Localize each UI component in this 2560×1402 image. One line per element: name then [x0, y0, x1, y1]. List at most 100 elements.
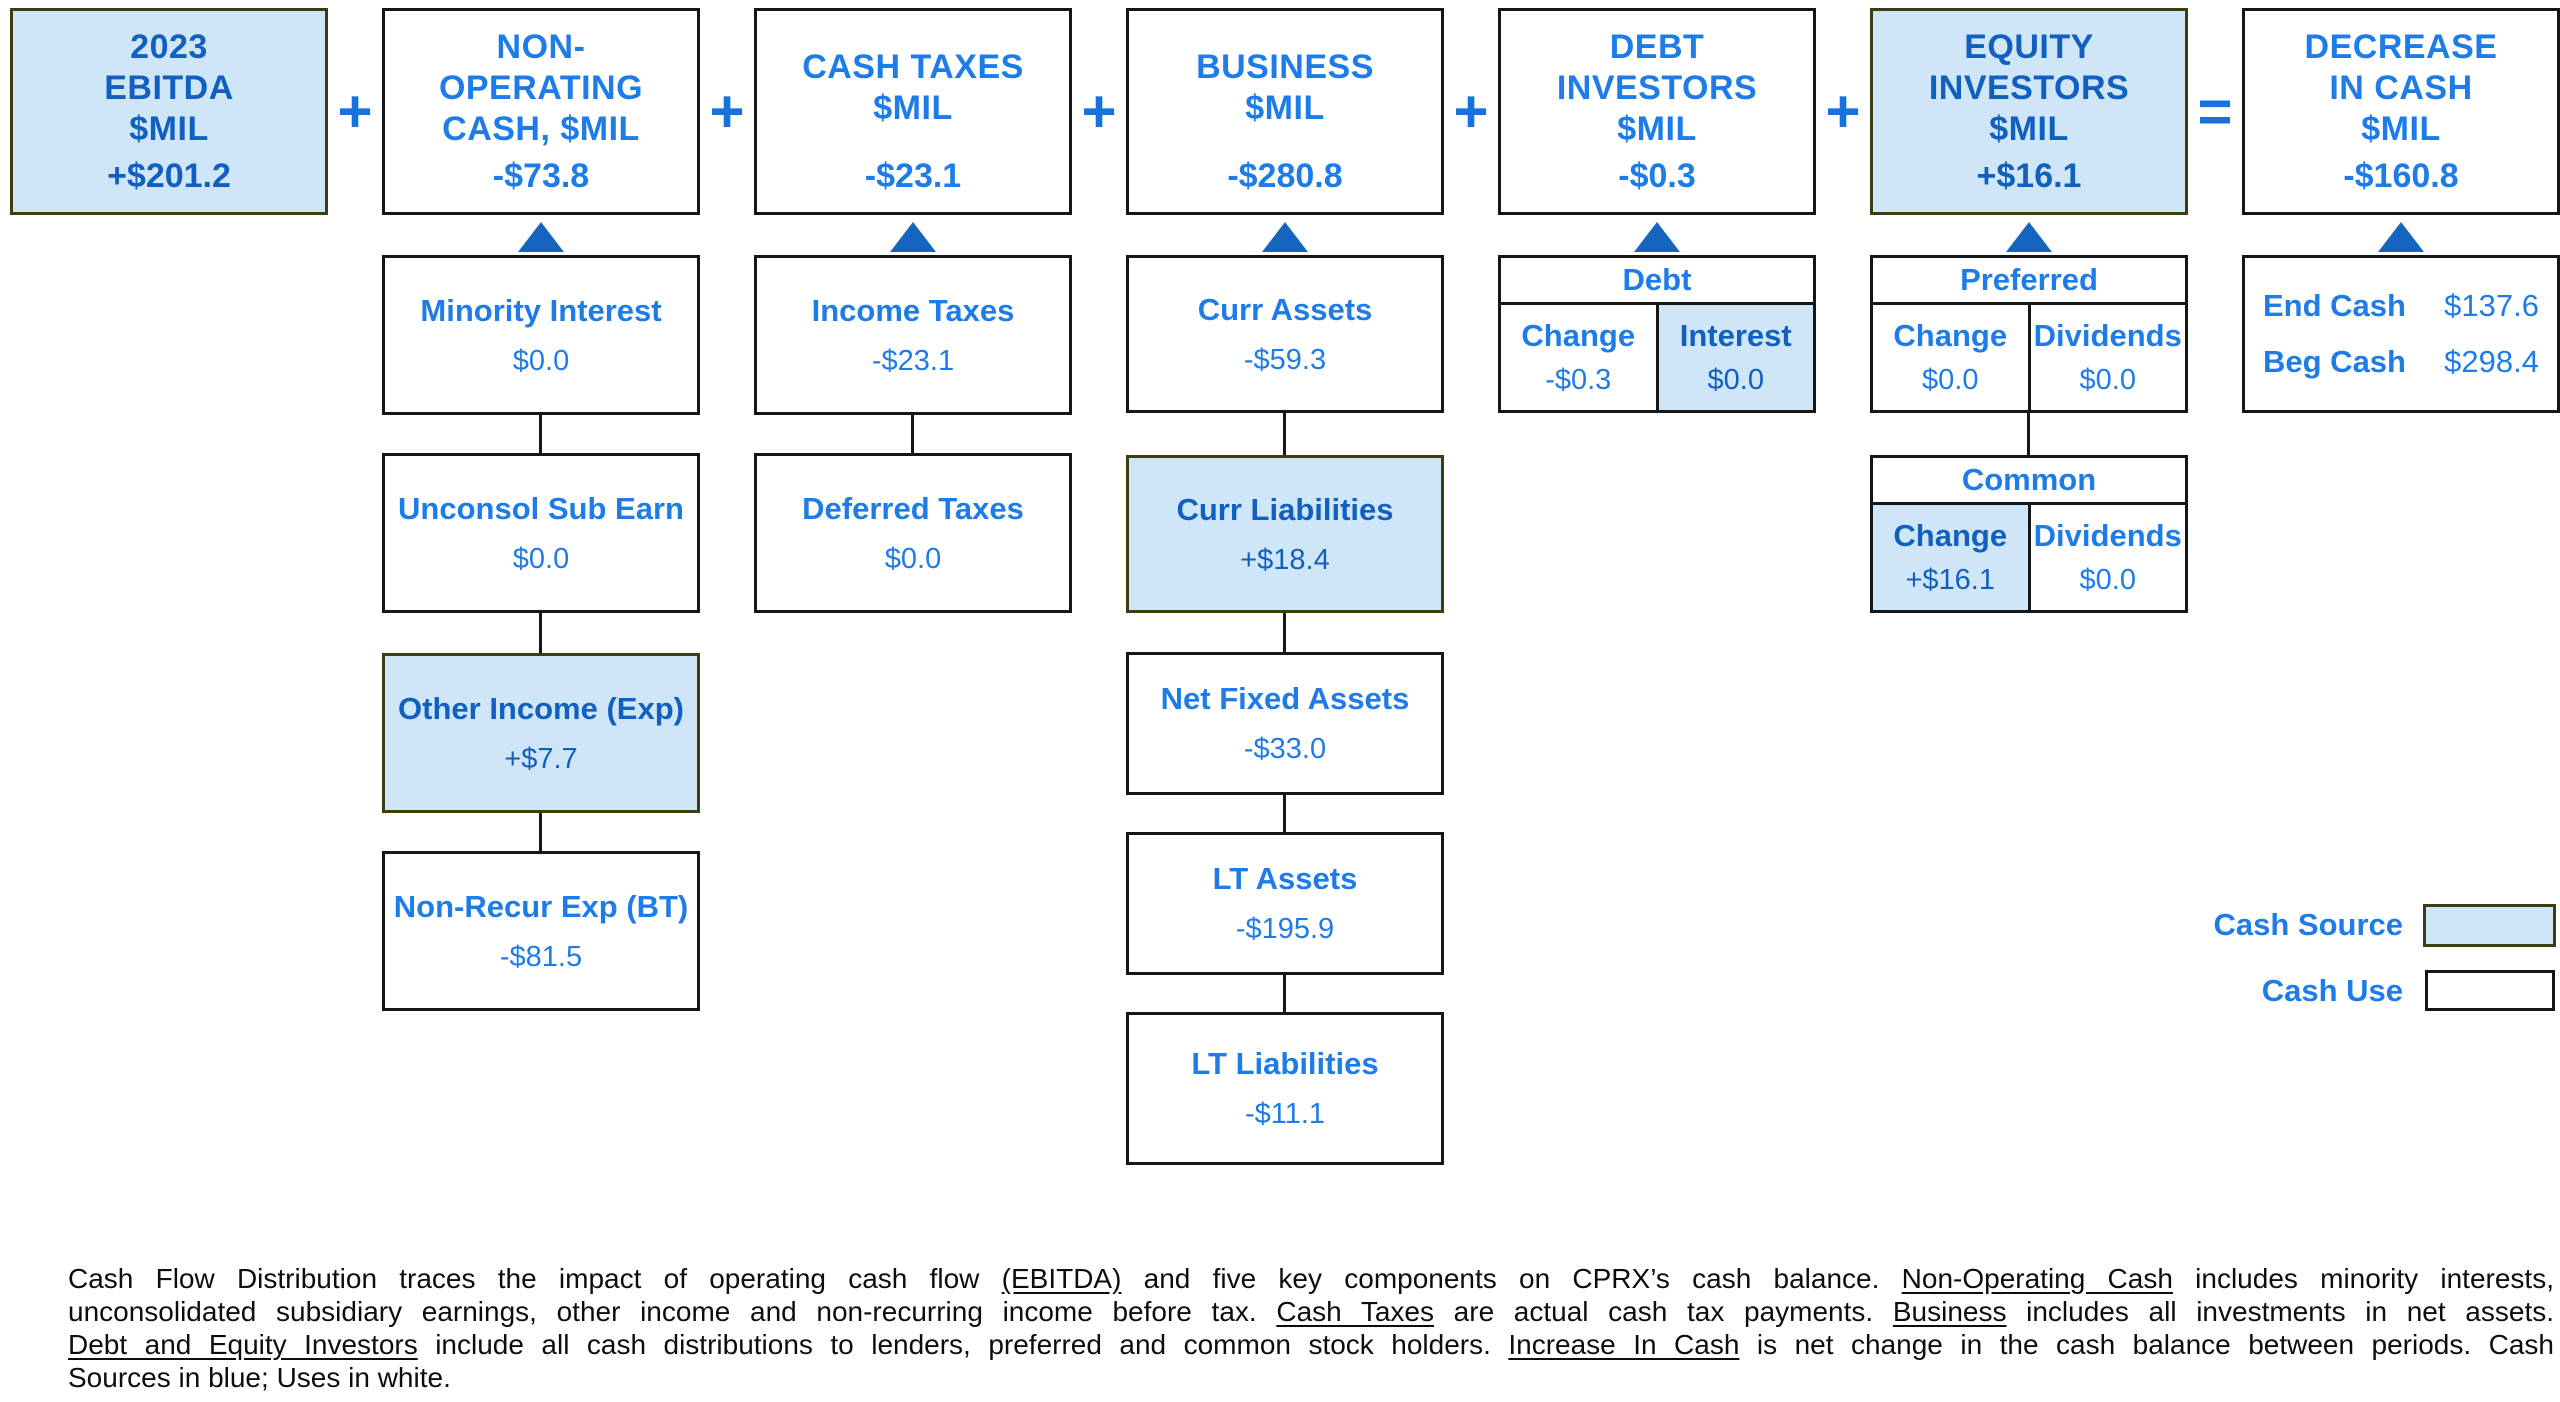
debtinv-line3: $MIL [1617, 109, 1697, 148]
income-taxes-label: Income Taxes [811, 292, 1015, 328]
lt-assets-value: -$195.9 [1235, 913, 1335, 945]
caption-underlined-cash-taxes: Cash Taxes [1276, 1296, 1435, 1327]
lt-liabilities-value: -$11.1 [1244, 1098, 1326, 1130]
debt-change-label: Change [1521, 318, 1636, 353]
common-change-cell: Change +$16.1 [1873, 505, 2028, 610]
connector-line [539, 415, 542, 453]
minority-interest-label: Minority Interest [420, 292, 662, 328]
business-line1: BUSINESS [1196, 48, 1374, 86]
deferred-taxes-value: $0.0 [884, 542, 942, 575]
cash-taxes-title: CASH TAXES$MIL [802, 19, 1024, 157]
connector-line [1283, 413, 1286, 455]
caption-underlined-increase-in-cash: Increase In Cash [1508, 1329, 1740, 1360]
preferred-dividends-label: Dividends [2033, 318, 2182, 353]
debt-table-body: Change -$0.3 Interest $0.0 [1501, 305, 1813, 410]
plus-operator-1: + [337, 78, 373, 145]
unconsol-sub-earn-box: Unconsol Sub Earn $0.0 [382, 453, 700, 613]
cashtax-line2: $MIL [873, 89, 953, 127]
connector-line [1283, 613, 1286, 652]
lt-assets-box: LT Assets -$195.9 [1126, 832, 1444, 975]
other-income-box: Other Income (Exp) +$7.7 [382, 653, 700, 813]
connector-line [2027, 413, 2030, 455]
legend-cash-use-swatch [2425, 970, 2555, 1011]
preferred-table: Preferred Change $0.0 Dividends $0.0 [1870, 255, 2188, 413]
debt-change-value: -$0.3 [1545, 364, 1612, 396]
curr-assets-label: Curr Assets [1197, 291, 1373, 327]
business-box: BUSINESS$MIL -$280.8 [1126, 8, 1444, 215]
minority-interest-value: $0.0 [512, 344, 570, 377]
common-table: Common Change +$16.1 Dividends $0.0 [1870, 455, 2188, 613]
caption-underlined-debt-and-equity-investors: Debt and Equity Investors [68, 1329, 418, 1360]
common-change-label: Change [1893, 518, 2008, 553]
caption-text: includes all investments in net assets. [2006, 1296, 2554, 1327]
net-fixed-assets-value: -$33.0 [1243, 733, 1327, 765]
lt-assets-label: LT Assets [1212, 861, 1358, 896]
triangle-up-icon [518, 222, 564, 252]
beg-cash-row: Beg Cash $298.4 [2263, 344, 2539, 380]
legend-cash-use-label: Cash Use [2261, 973, 2403, 1008]
non-recur-exp-box: Non-Recur Exp (BT) -$81.5 [382, 851, 700, 1011]
beg-cash-value: $298.4 [2444, 344, 2539, 379]
cash-taxes-title-text: CASH TAXES$MIL [802, 47, 1024, 129]
triangle-up-icon [2006, 222, 2052, 252]
nonop-line1: NON- [496, 27, 586, 66]
caption-text: and five key components on CPRX’s cash b… [1121, 1263, 1902, 1294]
connector-line [911, 415, 914, 453]
common-dividends-cell: Dividends $0.0 [2027, 505, 2186, 610]
caption-text: unconsolidated subsidiary earnings, othe… [68, 1296, 1277, 1327]
equityinv-line1: EQUITY [1964, 27, 2094, 66]
decrease-line2: IN CASH [2329, 68, 2473, 107]
other-income-value: +$7.7 [504, 742, 578, 775]
equals-operator: = [2197, 78, 2233, 145]
cash-taxes-value: -$23.1 [864, 157, 962, 195]
caption-underlined-ebitda: (EBITDA) [1001, 1263, 1122, 1294]
connector-line [1283, 975, 1286, 1012]
connector-line [539, 813, 542, 851]
caption-text: Sources in blue; Uses in white. [68, 1362, 451, 1393]
beg-cash-label: Beg Cash [2263, 344, 2406, 379]
common-dividends-label: Dividends [2033, 518, 2182, 553]
income-taxes-box: Income Taxes -$23.1 [754, 255, 1072, 415]
debt-table: Debt Change -$0.3 Interest $0.0 [1498, 255, 1816, 413]
cashtax-line1: CASH TAXES [802, 48, 1024, 86]
preferred-change-value: $0.0 [1922, 364, 1979, 396]
lt-liabilities-label: LT Liabilities [1191, 1046, 1379, 1081]
non-recur-exp-label: Non-Recur Exp (BT) [393, 888, 689, 924]
ebitda-line1: 2023 [130, 27, 208, 66]
deferred-taxes-box: Deferred Taxes $0.0 [754, 453, 1072, 613]
caption-line-3: Debt and Equity Investors include all ca… [68, 1328, 2554, 1361]
caption-text: Cash Flow Distribution traces the impact… [68, 1263, 1002, 1294]
business-title-text: BUSINESS$MIL [1196, 47, 1374, 129]
unconsol-sub-earn-label: Unconsol Sub Earn [398, 490, 684, 526]
ebitda-line3: $MIL [129, 109, 209, 148]
caption-text: includes minority interests, [2172, 1263, 2554, 1294]
debt-interest-cell: Interest $0.0 [1655, 305, 1813, 410]
minority-interest-box: Minority Interest $0.0 [382, 255, 700, 415]
common-table-body: Change +$16.1 Dividends $0.0 [1873, 505, 2185, 610]
common-dividends-value: $0.0 [2079, 564, 2136, 596]
debtinv-line1: DEBT [1609, 27, 1705, 66]
decrease-in-cash-value: -$160.8 [2343, 157, 2459, 195]
connector-line [1283, 795, 1286, 832]
preferred-change-cell: Change $0.0 [1873, 305, 2028, 410]
debt-interest-label: Interest [1679, 318, 1792, 353]
curr-liabilities-value: +$18.4 [1240, 543, 1330, 576]
curr-liabilities-label: Curr Liabilities [1176, 491, 1394, 527]
caption-text: are actual cash tax payments. [1434, 1296, 1893, 1327]
plus-operator-5: + [1825, 78, 1861, 145]
net-fixed-assets-box: Net Fixed Assets -$33.0 [1126, 652, 1444, 795]
debt-investors-value: -$0.3 [1618, 157, 1696, 195]
triangle-up-icon [2378, 222, 2424, 252]
common-change-value: +$16.1 [1905, 564, 1995, 596]
